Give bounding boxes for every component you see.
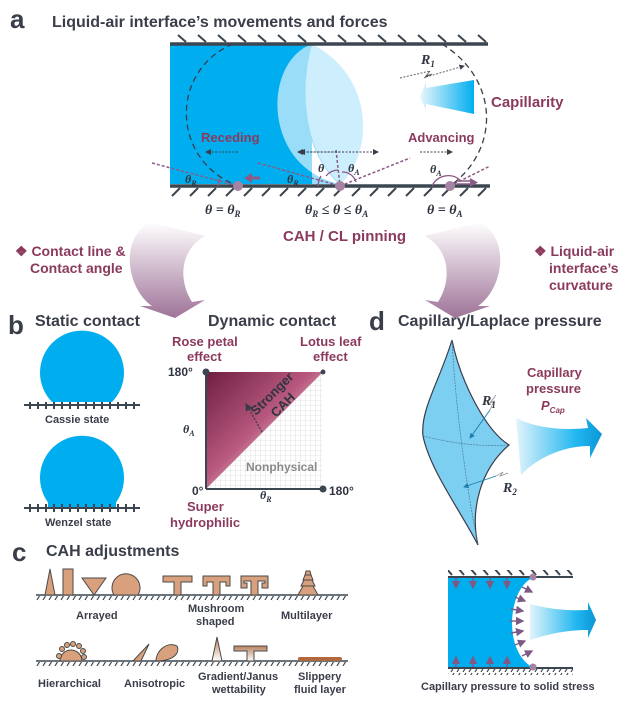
nonphysical-region xyxy=(206,372,323,489)
contact-point-receding xyxy=(233,181,243,191)
cone-pillar xyxy=(44,568,56,596)
y-axis-label: θA xyxy=(183,422,195,438)
panel-a-title: Liquid-air interface’s movements and for… xyxy=(52,14,388,31)
inverted-pyramid xyxy=(81,577,107,596)
gradient-cone xyxy=(211,636,223,662)
square-pillar xyxy=(62,568,74,596)
theta-r-left: θR xyxy=(185,172,197,188)
rose-petal-line1: Rose petal xyxy=(172,334,238,349)
cah-pinning-label: CAH / CL pinning xyxy=(283,228,406,245)
r2-curvature-arrow xyxy=(463,475,497,489)
stress-pressure-arrow xyxy=(530,602,596,640)
mushroom-pillar-1 xyxy=(162,575,193,596)
dynamic-contact-title: Dynamic contact xyxy=(208,313,337,330)
cah-structures-row2 xyxy=(36,636,348,667)
r1-radius-arrow xyxy=(425,64,465,78)
panel-b-letter: b xyxy=(8,310,24,340)
r1-label: R1 xyxy=(420,53,435,69)
super-hydrophilic-line2: hydrophilic xyxy=(170,515,240,530)
anisotropic-label: Anisotropic xyxy=(124,678,185,690)
capillary-pressure-arrow xyxy=(516,418,602,475)
r2-saddle-label: R2 xyxy=(502,481,517,497)
cassie-state-diagram xyxy=(24,330,140,409)
advancing-label: Advancing xyxy=(408,130,475,145)
theta-a-middle: θA xyxy=(348,161,360,177)
cassie-droplet xyxy=(40,330,125,402)
stress-liquid xyxy=(448,578,532,667)
arrayed-label: Arrayed xyxy=(76,610,118,622)
mushroom-label-1: Mushroom xyxy=(188,603,244,615)
receding-meniscus-outline xyxy=(185,43,239,187)
mushroom-pillar-2 xyxy=(202,575,231,596)
sphere-pillar xyxy=(111,573,141,596)
wenzel-droplet xyxy=(40,435,124,505)
transition-right-line1: ❖ Liquid-air xyxy=(534,243,615,259)
panel-a-letter: a xyxy=(10,4,25,34)
cah-structures-row1 xyxy=(36,568,348,601)
transition-left-line2: Contact angle xyxy=(30,260,123,276)
super-hydrophilic-line1: Super xyxy=(187,499,224,514)
pcap-label: PCap xyxy=(541,398,565,415)
capillary-pressure-line1: Capillary xyxy=(527,365,583,380)
capillary-pressure-line2: pressure xyxy=(526,381,581,396)
janus-mushroom xyxy=(233,645,268,662)
r1-curvature-arrow xyxy=(469,409,491,439)
x-axis-label: θR xyxy=(260,488,272,504)
solid-stress-caption: Capillary pressure to solid stress xyxy=(421,681,595,693)
meniscus-light xyxy=(305,44,364,184)
rose-petal-line2: effect xyxy=(187,349,222,364)
origin-tick: 0° xyxy=(192,484,204,498)
contact-point-pinned xyxy=(335,181,345,191)
transition-right-line2: interface’s xyxy=(549,260,619,276)
laplace-title: Capillary/Laplace pressure xyxy=(398,313,602,330)
transition-arrow-right xyxy=(425,222,501,318)
multilayer-label: Multilayer xyxy=(281,610,333,622)
transition-arrow-left xyxy=(129,222,205,318)
static-contact-title: Static contact xyxy=(35,313,141,330)
cah-phase-diagram: Stronger CAH Nonphysical xyxy=(202,368,327,493)
y-max-tick: 180° xyxy=(168,365,193,379)
capillarity-arrow xyxy=(420,80,474,114)
multilayer-stack xyxy=(304,570,312,576)
theta-r-middle: θR xyxy=(287,172,299,188)
mushroom-pillar-3 xyxy=(240,575,269,596)
hierarchical-label: Hierarchical xyxy=(38,678,101,690)
gradient-label-1: Gradient/Janus xyxy=(198,671,278,683)
anisotropic-lobe xyxy=(155,644,179,662)
theta-middle: θ xyxy=(318,161,325,175)
channel-diagram: R1 Capillarity Receding Advancing θR θR … xyxy=(151,34,564,197)
transition-left-line1: ❖ Contact line & xyxy=(15,243,126,259)
cassie-state-label: Cassie state xyxy=(45,414,109,426)
r1-saddle-label: R1 xyxy=(481,394,496,410)
slippery-fluid-layer xyxy=(298,657,342,661)
x-max-tick: 180° xyxy=(329,484,354,498)
solid-stress-diagram xyxy=(448,570,596,675)
nonphysical-label: Nonphysical xyxy=(246,460,317,474)
slippery-label-2: fluid layer xyxy=(294,684,347,696)
equation-advancing: θ = θA xyxy=(427,203,463,219)
gradient-label-2: wettability xyxy=(211,684,267,696)
mushroom-label-2: shaped xyxy=(196,616,235,628)
advancing-meniscus-outline xyxy=(441,43,488,187)
stronger-cah-arrow xyxy=(245,402,263,433)
wenzel-state-label: Wenzel state xyxy=(45,517,111,529)
lotus-leaf-line2: effect xyxy=(313,349,348,364)
lotus-leaf-line1: Lotus leaf xyxy=(300,334,362,349)
equation-pinned: θR ≤ θ ≤ θA xyxy=(305,203,368,219)
transition-right-line3: curvature xyxy=(549,277,613,293)
receding-label: Receding xyxy=(201,130,260,145)
saddle-surface xyxy=(422,339,511,546)
advancing-motion-arrow xyxy=(470,178,478,187)
wenzel-state-diagram xyxy=(24,435,140,512)
panel-c-letter: c xyxy=(12,537,26,567)
capillarity-label: Capillarity xyxy=(491,94,564,111)
panel-d-letter: d xyxy=(369,306,385,336)
equation-receding: θ = θR xyxy=(205,203,241,219)
slippery-label-1: Slippery xyxy=(298,671,342,683)
anisotropic-spike xyxy=(131,643,150,662)
contact-point-advancing xyxy=(445,181,455,191)
theta-a-right: θA xyxy=(430,162,442,178)
cah-adjustments-title: CAH adjustments xyxy=(46,543,179,560)
